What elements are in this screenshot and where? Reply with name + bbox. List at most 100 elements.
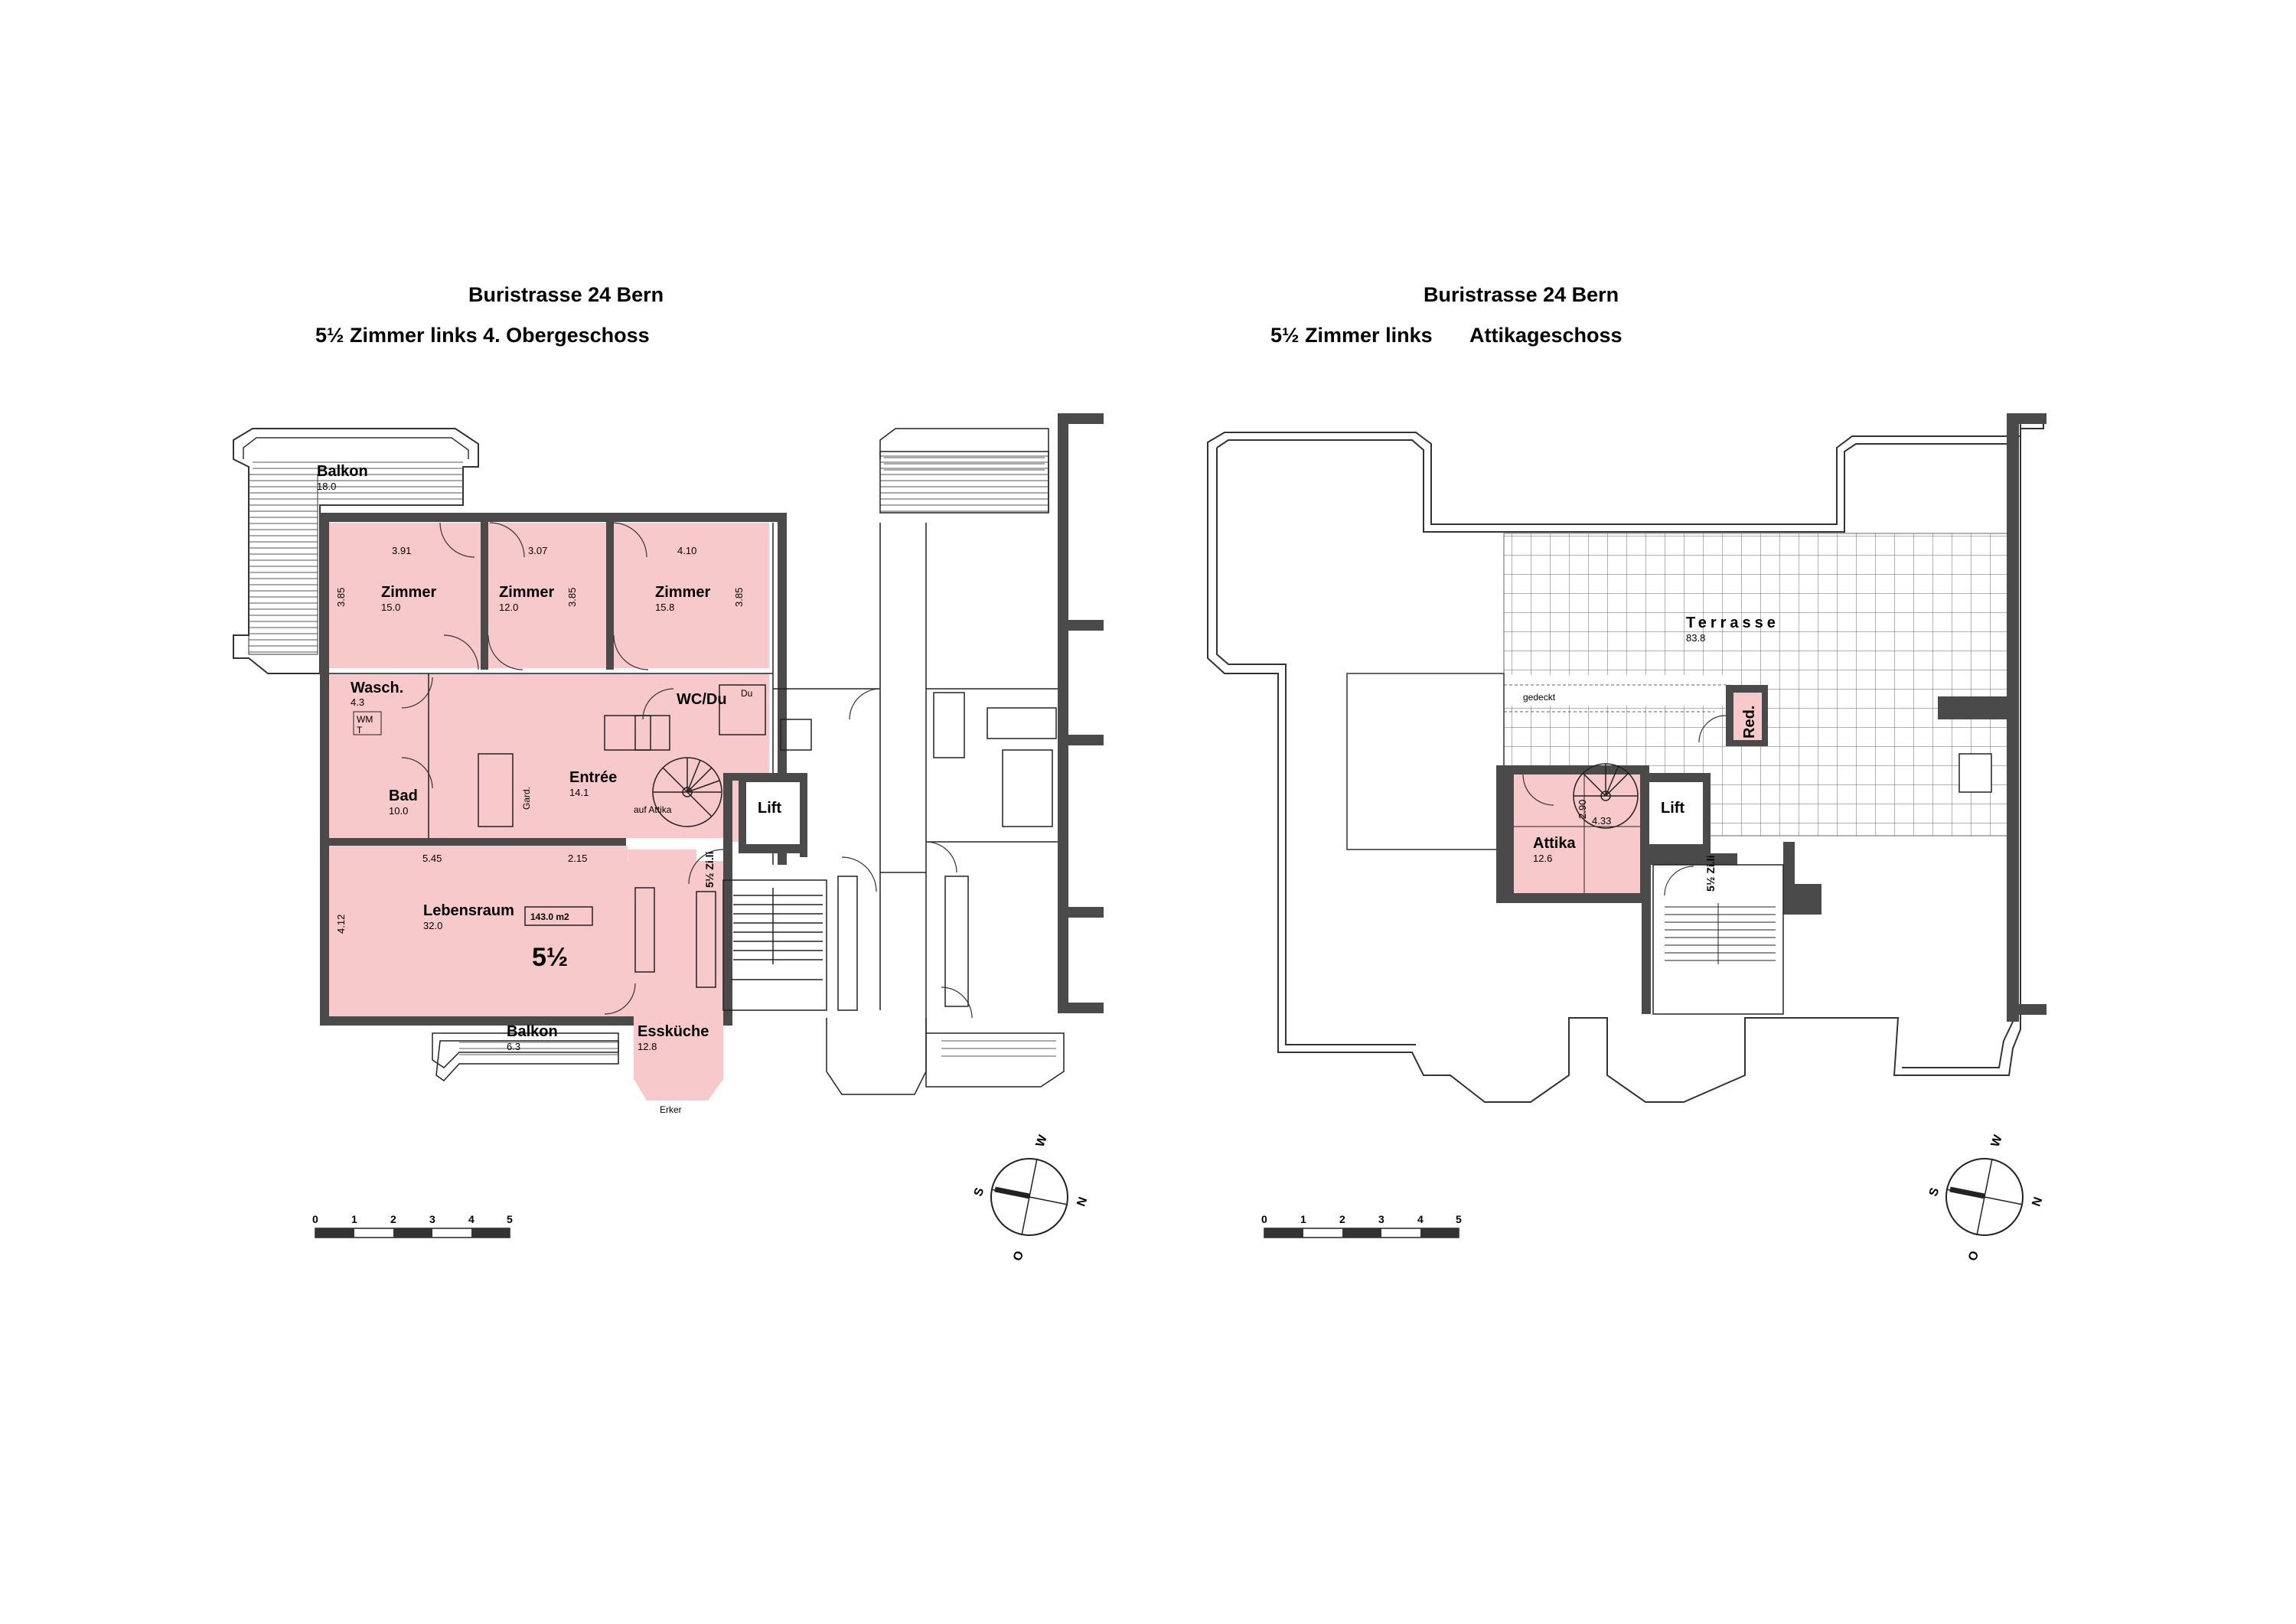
- compass-left-s: S: [972, 1185, 987, 1198]
- zimmer2-name: Zimmer: [499, 584, 554, 601]
- zimmer2-depth: 3.85: [566, 588, 578, 607]
- attika-door: [1522, 774, 1554, 806]
- roof-outline: [1207, 420, 2044, 1103]
- wm-label: WM: [357, 714, 373, 725]
- lift-cabin-right: [1649, 782, 1703, 844]
- zimmer3-name: Zimmer: [655, 584, 710, 601]
- right-address-title: Buristrasse 24 Bern: [1424, 283, 1619, 306]
- lebensraum-area: 32.0: [423, 920, 442, 931]
- terrasse-name: Terrasse: [1686, 615, 1779, 631]
- covered-outline: [1504, 684, 1730, 713]
- stair-up-label: auf Attika: [634, 804, 672, 815]
- roof-hatch: [1958, 753, 1992, 793]
- scale-left-5: 5: [507, 1213, 513, 1225]
- scale-right-5: 5: [1456, 1213, 1462, 1225]
- gard-label: Gard.: [521, 787, 532, 810]
- total-area: 143.0 m2: [530, 911, 569, 922]
- scale-right-0: 0: [1261, 1213, 1267, 1225]
- du-label: Du: [741, 688, 752, 699]
- balcony-top-left: [233, 428, 479, 674]
- wasch-area: 4.3: [351, 696, 364, 708]
- attika-dim-a: 2.90: [1577, 800, 1588, 819]
- scale-right-4: 4: [1417, 1213, 1424, 1225]
- apartment-zones: [329, 523, 769, 1101]
- zimmer3-depth: 3.85: [733, 588, 745, 607]
- spiral-stair-left: [652, 757, 722, 827]
- stair-label-right: 5½ Zi.li: [1704, 856, 1717, 892]
- zimmer2-area: 12.0: [499, 602, 518, 613]
- compass-left: [990, 1158, 1068, 1236]
- attika-inner-lines: [1514, 774, 1640, 893]
- neighbour-left: [432, 428, 1065, 1088]
- left-address-title: Buristrasse 24 Bern: [468, 283, 664, 306]
- compass-right: [1945, 1158, 2024, 1236]
- scale-left-0: 0: [312, 1213, 318, 1225]
- lebensraum-width-b: 2.15: [568, 853, 587, 864]
- scale-right-1: 1: [1300, 1213, 1306, 1225]
- attika-area: 12.6: [1533, 853, 1552, 864]
- door-swings-left: [401, 522, 973, 1019]
- scale-right-2: 2: [1339, 1213, 1345, 1225]
- right-subtitle-a: 5½ Zimmer links: [1270, 324, 1433, 347]
- right-plan: Buristrasse 24 Bern 5½ Zimmer links Atti…: [1207, 283, 2047, 1263]
- stairwell-left: [722, 879, 827, 1011]
- balkon-bottom-name: Balkon: [507, 1023, 558, 1040]
- zimmer1-depth: 3.85: [335, 588, 347, 607]
- scale-bar-right: [1264, 1228, 1459, 1238]
- right-subtitle-b: Attikageschoss: [1469, 324, 1623, 347]
- entree-name: Entrée: [569, 769, 617, 786]
- scale-left-4: 4: [468, 1213, 475, 1225]
- scale-left-1: 1: [351, 1213, 357, 1225]
- compass-right-o: O: [1966, 1249, 1981, 1263]
- zimmer3-area: 15.8: [655, 602, 674, 613]
- attika-name: Attika: [1533, 835, 1576, 852]
- compass-right-n: N: [2030, 1195, 2045, 1208]
- esskueche-area: 12.8: [638, 1041, 657, 1052]
- lift-cabin-left: [746, 782, 800, 844]
- stair-label-left: 5½ Zi.li: [703, 852, 716, 888]
- left-subtitle: 5½ Zimmer links 4. Obergeschoss: [315, 324, 650, 347]
- spiral-stair-right: [1573, 763, 1639, 829]
- zimmer1-name: Zimmer: [381, 584, 436, 601]
- scale-right-3: 3: [1378, 1213, 1384, 1225]
- washing-machine: [353, 711, 382, 735]
- apartment-size: 5½: [532, 943, 568, 972]
- compass-right-s: S: [1927, 1185, 1942, 1198]
- interior-lines-left: [329, 523, 1058, 1095]
- scale-left-2: 2: [390, 1213, 396, 1225]
- zimmer1-area: 15.0: [381, 602, 400, 613]
- red-label: Red.: [1741, 706, 1758, 739]
- covered-area: [1504, 675, 1730, 706]
- compass-left-w: W: [1034, 1133, 1050, 1149]
- left-plan: Buristrasse 24 Bern 5½ Zimmer links 4. O…: [233, 283, 1104, 1263]
- wcdu-name: WC/Du: [677, 691, 727, 708]
- balkon-top-label: Balkon: [317, 463, 368, 480]
- walls-right: [1938, 413, 2047, 1022]
- wasch-name: Wasch.: [351, 680, 403, 696]
- esskueche-name: Essküche: [638, 1023, 709, 1040]
- scale-bar-left: [315, 1228, 510, 1238]
- lebensraum-name: Lebensraum: [423, 902, 514, 919]
- attika-room: [1514, 774, 1640, 893]
- walls-left: [320, 413, 1104, 1026]
- zimmer3-width: 4.10: [677, 545, 696, 556]
- bad-area: 10.0: [389, 805, 408, 817]
- lower-roof-block: [1346, 673, 1505, 850]
- lebensraum-depth: 4.12: [335, 915, 347, 934]
- erker-label: Erker: [660, 1104, 682, 1115]
- scale-left-3: 3: [429, 1213, 435, 1225]
- t-label: T: [357, 725, 363, 735]
- balkon-bottom-area: 6.3: [507, 1041, 520, 1052]
- compass-right-w: W: [1989, 1133, 2005, 1149]
- lift-label-left: Lift: [758, 800, 781, 817]
- compass-left-o: O: [1011, 1249, 1026, 1263]
- balkon-top-area: 18.0: [317, 481, 336, 492]
- red-door: [1698, 715, 1727, 743]
- terrasse-area: 83.8: [1686, 632, 1705, 644]
- bad-name: Bad: [389, 788, 418, 804]
- compass-left-n: N: [1075, 1195, 1090, 1208]
- stairwell-right: [1642, 842, 1821, 1015]
- lift-label-right: Lift: [1661, 800, 1684, 817]
- zimmer1-width: 3.91: [392, 545, 411, 556]
